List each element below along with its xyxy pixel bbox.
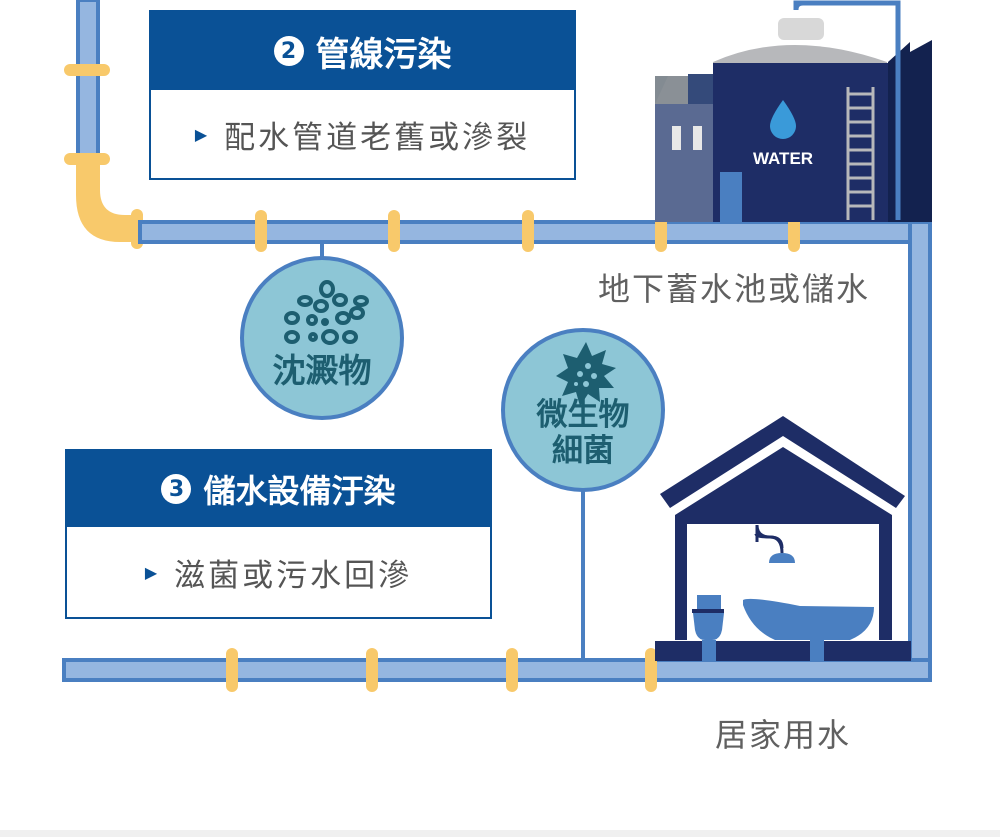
sediment-circle	[240, 242, 404, 420]
pipe-clamp	[506, 648, 518, 692]
tank-dome	[713, 45, 887, 65]
pipe-clamp	[388, 210, 400, 252]
storage-tank-label: 地下蓄水池或儲水	[598, 270, 871, 308]
microbe-circle	[501, 328, 665, 660]
shower-head-icon	[769, 553, 795, 563]
card-header: 3 儲水設備汙染	[67, 451, 490, 527]
inlet-pipe	[64, 0, 143, 249]
step-number-badge: 2	[273, 36, 304, 66]
microbe-label-line1: 微生物	[536, 397, 630, 433]
tank-door	[720, 172, 742, 222]
water-tank: WATER	[655, 0, 932, 222]
bottom-divider	[0, 830, 1000, 837]
elbow-joint	[76, 165, 138, 242]
toilet-icon	[692, 595, 724, 661]
card-body: ▶ 配水管道老舊或滲裂	[151, 90, 574, 178]
household-label: 居家用水	[715, 716, 852, 754]
sediment-particles-icon	[284, 280, 369, 345]
house	[655, 416, 911, 661]
pipe-clamp	[64, 64, 110, 76]
card-title: 儲水設備汙染	[203, 472, 396, 510]
window	[672, 126, 681, 150]
card-item: 配水管道老舊或滲裂	[224, 119, 531, 156]
pipe-clamp	[366, 648, 378, 692]
tank-hatch	[778, 18, 824, 40]
water-drop-icon	[770, 100, 796, 139]
step-number-badge: 3	[161, 474, 192, 504]
pipe-clamp	[226, 648, 238, 692]
tank-body	[713, 63, 888, 222]
bathtub-icon	[743, 524, 874, 661]
ladder	[846, 87, 875, 220]
bacteria-icon	[556, 342, 616, 406]
house-roof	[660, 416, 905, 508]
right-pipe	[908, 220, 932, 682]
pipe-clamp	[522, 210, 534, 252]
card-header: 2 管線污染	[151, 12, 574, 90]
microbe-label-line2: 細菌	[552, 432, 614, 469]
window	[693, 126, 702, 150]
bottom-pipe	[62, 648, 932, 692]
tank-water-text: WATER	[753, 149, 813, 168]
pump-house	[655, 104, 717, 222]
triangle-right-icon: ▶	[144, 562, 161, 582]
house-walls	[675, 447, 892, 640]
card-item: 滋菌或污水回滲	[174, 557, 413, 594]
house-floor	[655, 641, 911, 661]
pipe-clamp	[255, 210, 267, 252]
card-title: 管線污染	[315, 34, 452, 75]
storage-contamination-card: 3 儲水設備汙染 ▶ 滋菌或污水回滲	[65, 449, 492, 619]
sediment-label: 沈澱物	[272, 351, 372, 390]
top-pipe	[138, 210, 930, 252]
triangle-right-icon: ▶	[194, 124, 211, 144]
pipeline-contamination-card: 2 管線污染 ▶ 配水管道老舊或滲裂	[149, 10, 576, 180]
microbe-label: 微生物 細菌	[523, 397, 643, 469]
pipe-clamp	[645, 648, 657, 692]
pipe-clamp	[64, 153, 110, 165]
card-body: ▶ 滋菌或污水回滲	[67, 527, 490, 617]
